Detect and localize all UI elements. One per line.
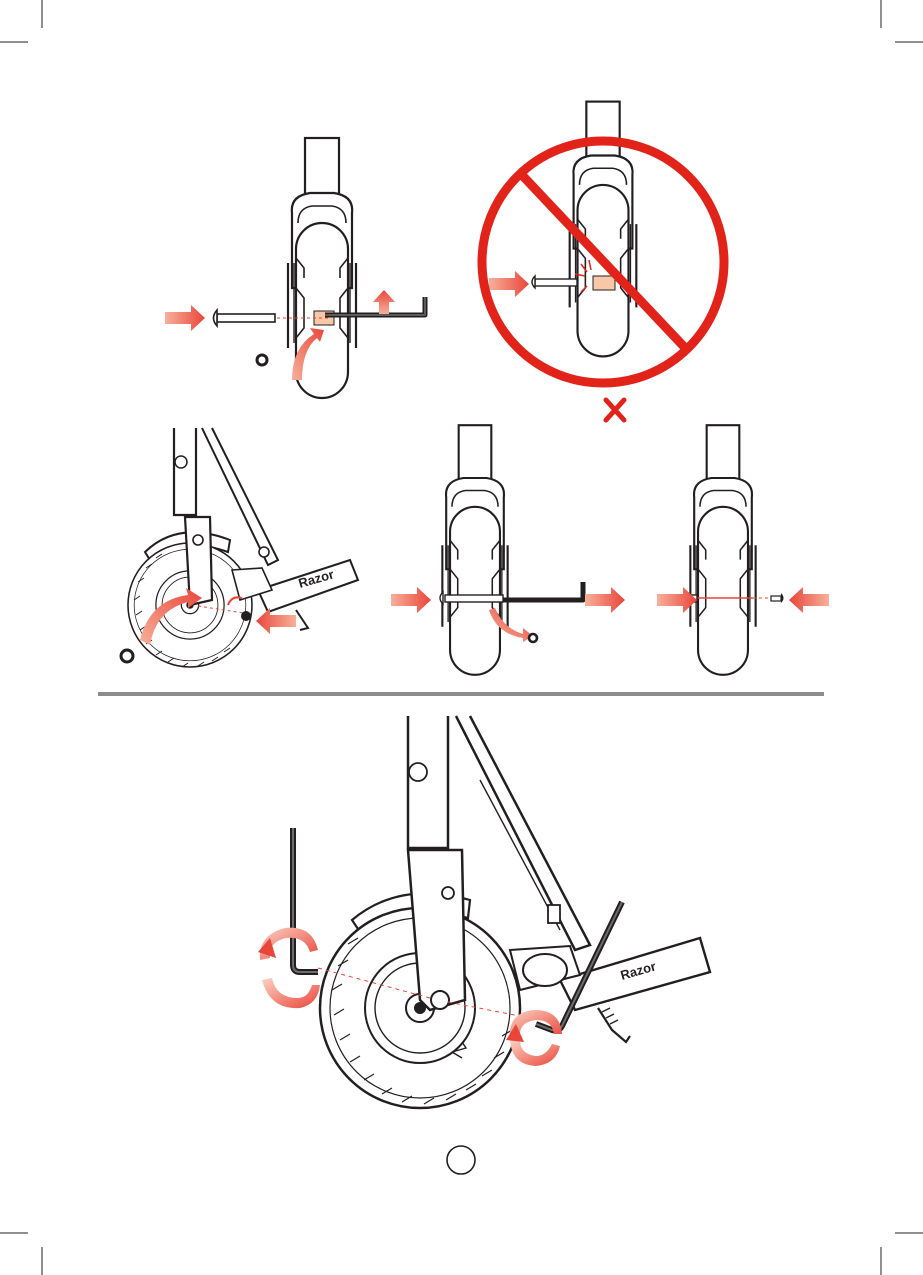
panel-scooter-side: Razor (121, 428, 358, 667)
washer-icon (257, 355, 267, 365)
page-number (447, 1146, 475, 1174)
push-arrow-icon (256, 608, 296, 634)
hex-key-icon (503, 582, 583, 600)
panel-insert-bolt (657, 425, 829, 675)
push-arrow-icon (585, 587, 625, 613)
axle-bolt-icon (214, 310, 276, 326)
push-arrow-icon (391, 587, 431, 613)
push-arrow-icon (165, 305, 205, 331)
panel-push-axle-through (391, 425, 625, 675)
push-arrow-icon (789, 587, 829, 613)
up-arrow-icon (373, 290, 395, 314)
panel-insert-axle (165, 138, 425, 398)
panel-wrong-method (482, 102, 724, 420)
panel-tighten-hex-keys: Razor (258, 716, 710, 1108)
bolt-icon (771, 593, 784, 603)
washer-icon (529, 634, 537, 642)
wrong-mark-icon (606, 400, 624, 420)
rotate-arrow-icon (258, 928, 320, 1008)
push-arrow-icon (489, 271, 529, 297)
